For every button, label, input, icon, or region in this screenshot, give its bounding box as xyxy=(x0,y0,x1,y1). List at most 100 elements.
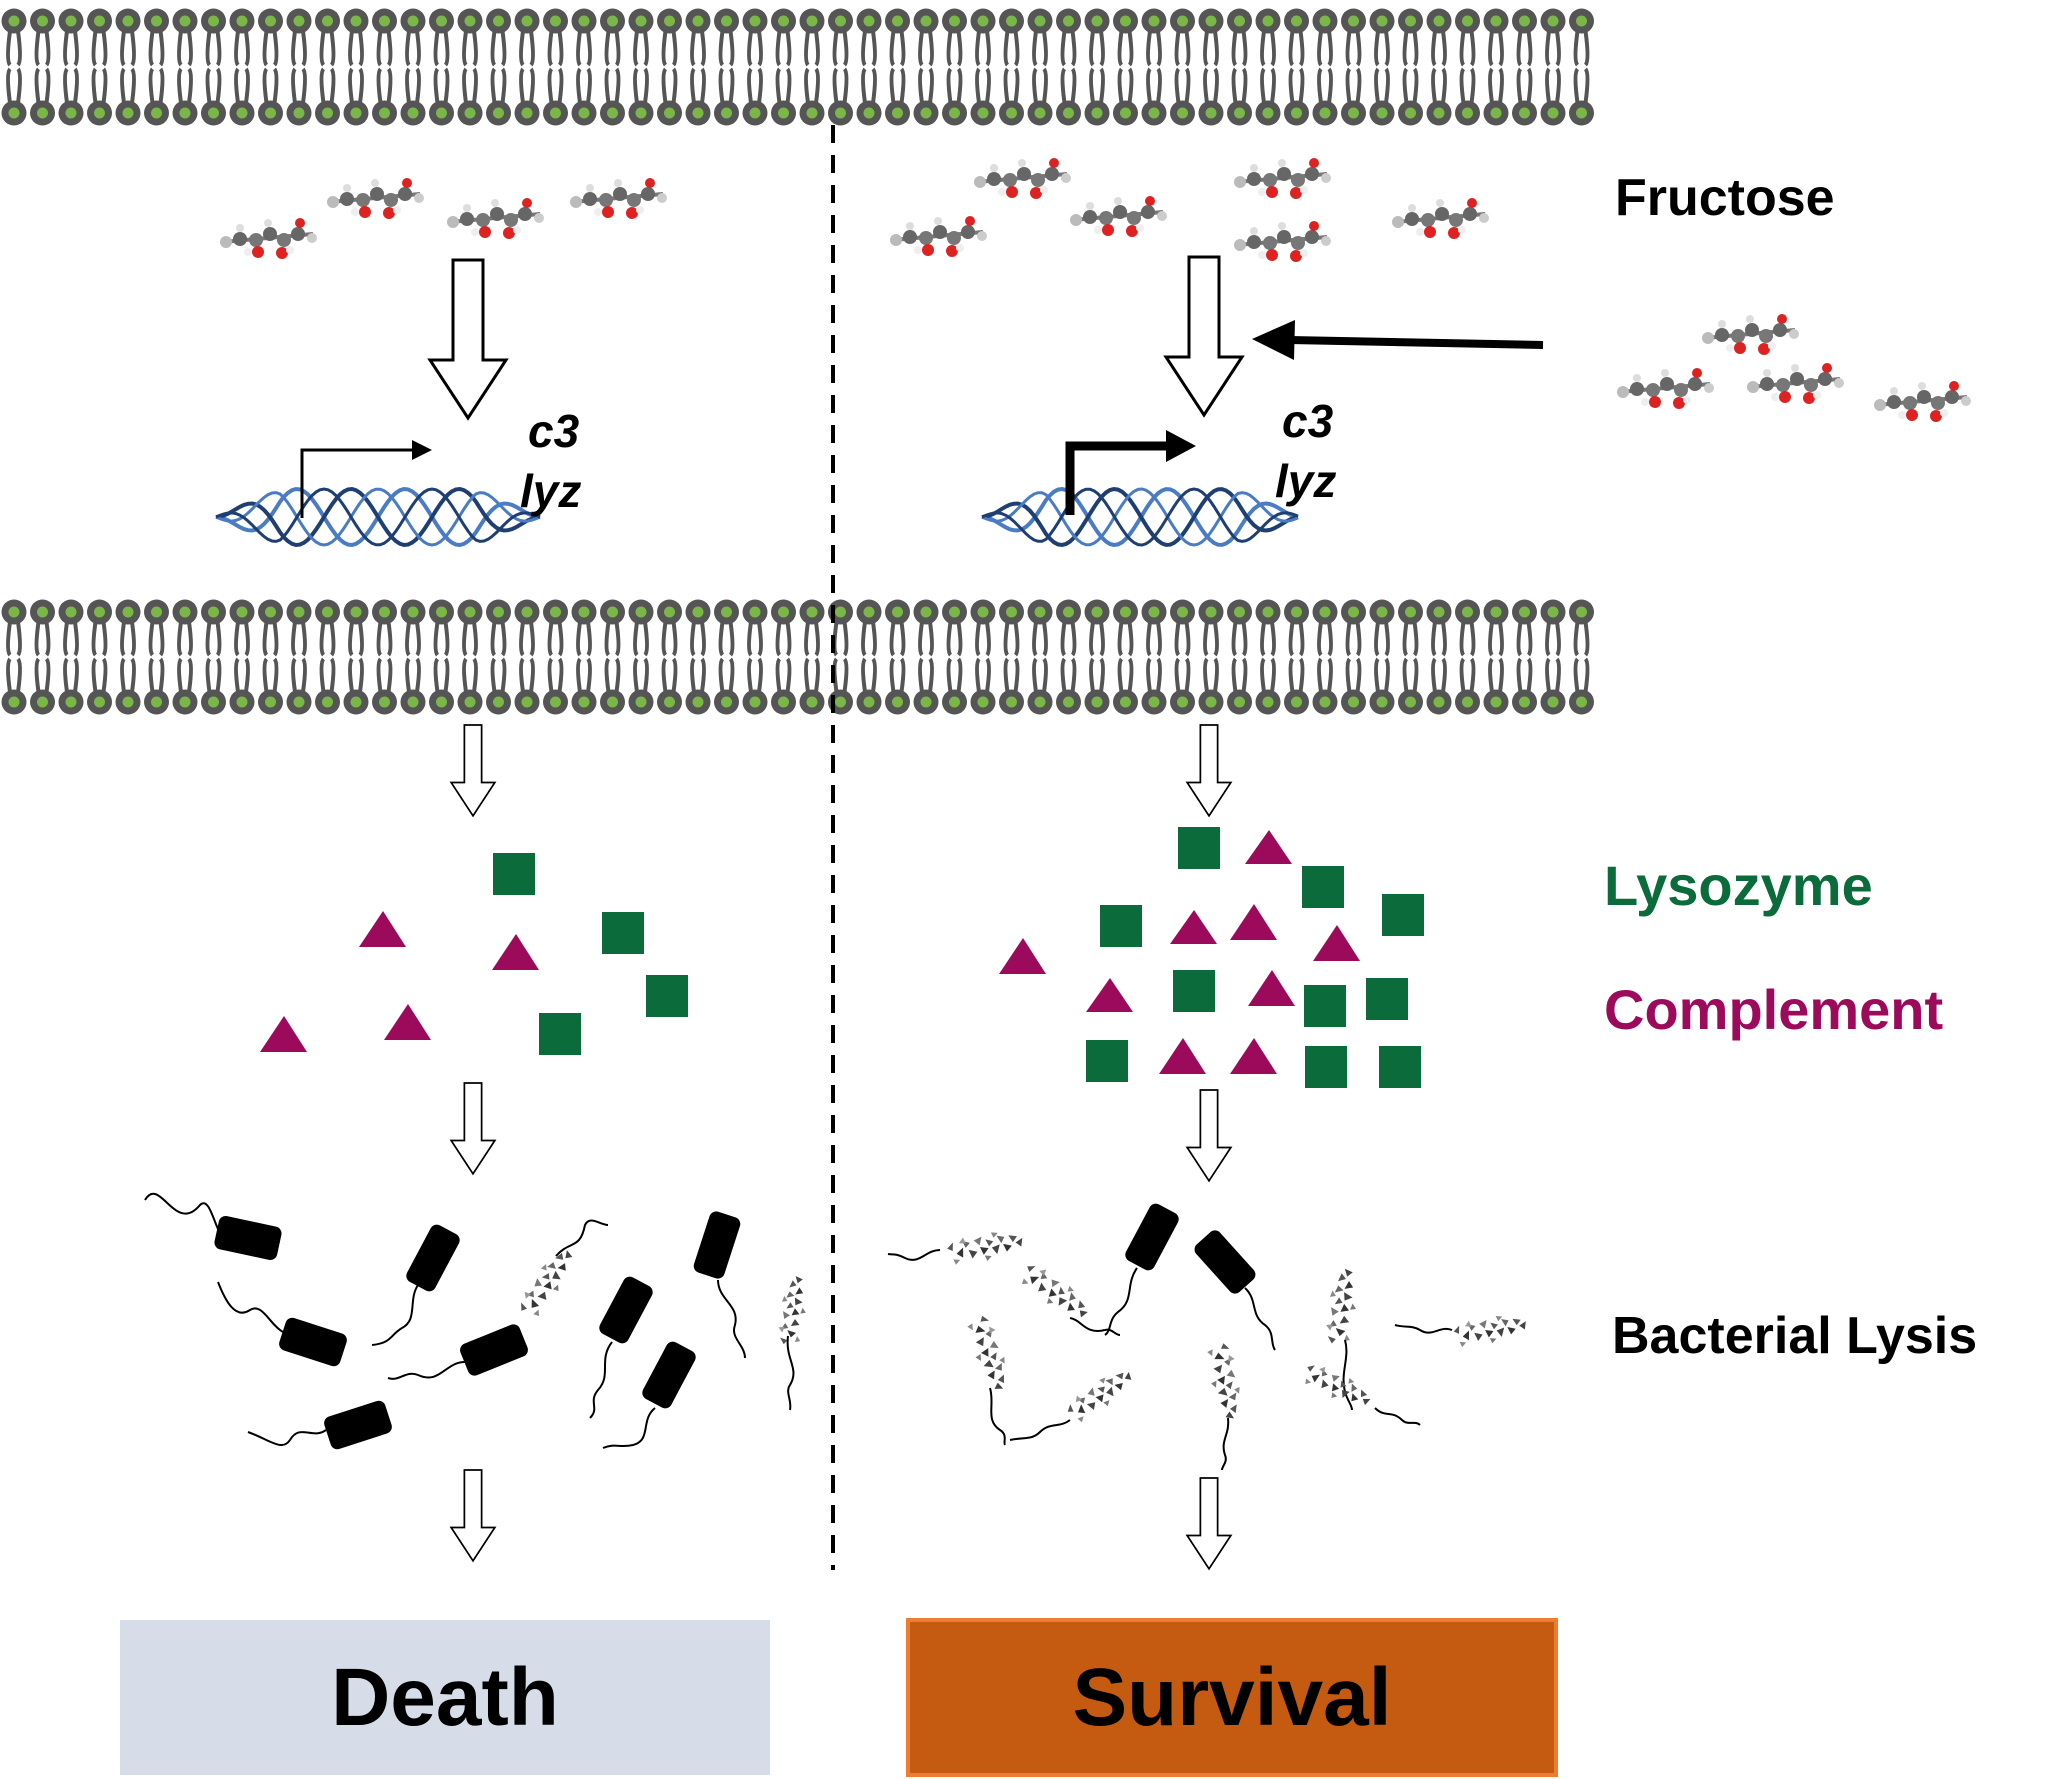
lipid xyxy=(1512,599,1537,715)
gene-label-c3-left: c3 xyxy=(528,405,580,457)
bacterium-icon xyxy=(460,1324,528,1376)
lysozyme-square xyxy=(1100,905,1142,947)
lipid xyxy=(657,8,682,126)
lipid xyxy=(1426,599,1452,715)
fructose-molecule-icon xyxy=(1232,219,1333,264)
lysozyme-square xyxy=(1305,1046,1347,1088)
lipid xyxy=(543,599,568,715)
lipid xyxy=(1113,8,1138,126)
lysozyme-square xyxy=(1304,985,1346,1027)
flow-arrow-icon xyxy=(449,1468,497,1563)
lipid xyxy=(343,599,369,715)
complement-triangle xyxy=(359,911,406,947)
lipid xyxy=(201,599,226,715)
lipid xyxy=(144,599,169,715)
lysozyme-square xyxy=(1302,866,1344,908)
lipid xyxy=(1084,599,1110,715)
complement-triangle xyxy=(492,934,539,970)
lysozyme-square xyxy=(539,1013,581,1055)
lysozyme-square xyxy=(1379,1046,1421,1088)
lipid xyxy=(1056,8,1081,126)
lipid xyxy=(856,8,882,126)
bacterium-icon xyxy=(279,1317,347,1367)
lysozyme-square xyxy=(1173,970,1215,1012)
bacterium-icon xyxy=(599,1276,653,1344)
fructose-molecule-icon xyxy=(218,216,319,261)
lipid xyxy=(144,8,169,126)
lipid xyxy=(970,8,996,126)
lipid xyxy=(799,599,825,715)
lipid xyxy=(1027,599,1053,715)
lipid xyxy=(1540,599,1566,715)
lipid xyxy=(1284,8,1309,126)
flow-arrow-icon xyxy=(428,258,508,420)
lipid xyxy=(58,599,84,715)
lipid xyxy=(457,8,483,126)
lipid xyxy=(1369,599,1395,715)
lipid xyxy=(970,599,996,715)
gene-label-c3-right: c3 xyxy=(1282,395,1334,447)
complement-triangle xyxy=(1313,925,1360,961)
lysed-bacterium-icon xyxy=(1452,1311,1529,1350)
lysozyme-square xyxy=(493,853,535,895)
complement-triangle xyxy=(260,1016,307,1052)
death-box xyxy=(120,1620,770,1775)
lipid xyxy=(30,8,55,126)
fructose-molecule-icon xyxy=(325,176,426,221)
bacterial-lysis-label: Bacterial Lysis xyxy=(1612,1307,1978,1365)
bacterium-icon xyxy=(406,1224,460,1292)
lipid xyxy=(1198,8,1224,126)
lipid xyxy=(1113,599,1138,715)
bacterium-icon xyxy=(214,1216,282,1260)
lipid xyxy=(115,8,141,126)
complement-triangle xyxy=(1230,904,1277,940)
membrane-inner xyxy=(1,599,1594,715)
lipid xyxy=(1398,599,1423,715)
lipid xyxy=(429,599,454,715)
lysozyme-label: Lysozyme xyxy=(1604,854,1873,917)
lipid xyxy=(600,599,625,715)
lipid xyxy=(1255,599,1281,715)
lipid xyxy=(286,599,312,715)
complement-triangle xyxy=(1230,1038,1277,1074)
bacterium-icon xyxy=(324,1400,392,1450)
fructose-molecule-icon xyxy=(888,214,989,259)
fructose-label: Fructose xyxy=(1615,169,1835,227)
lipid xyxy=(343,8,369,126)
lipid xyxy=(1,8,27,126)
lysed-bacterium-icon xyxy=(776,1274,811,1347)
lysozyme-square xyxy=(646,975,688,1017)
bacterium-icon xyxy=(1194,1230,1256,1294)
complement-triangle xyxy=(1170,910,1217,944)
lysozyme-square xyxy=(1366,978,1408,1020)
lipid xyxy=(714,599,739,715)
dna-helix-icon xyxy=(981,486,1299,548)
lysed-bacterium-icon xyxy=(514,1243,581,1322)
lipid xyxy=(1027,8,1053,126)
lysozyme-square xyxy=(1086,1040,1128,1082)
fructose-molecule-icon xyxy=(1068,194,1169,239)
gene-label-lyz-right: lyz xyxy=(1275,455,1337,507)
lysed-bacterium-icon xyxy=(945,1227,1026,1268)
lipid xyxy=(685,599,711,715)
lysed-bacterium-icon xyxy=(1016,1259,1095,1326)
lipid xyxy=(856,599,882,715)
gene-label-lyz-left: lyz xyxy=(520,465,582,517)
lipid xyxy=(1255,8,1281,126)
lipid xyxy=(1426,8,1452,126)
lipid xyxy=(1569,8,1594,126)
lysozyme-square xyxy=(1178,827,1220,869)
lipid xyxy=(457,599,483,715)
added-fructose-arrow-icon xyxy=(1252,320,1544,360)
lipid xyxy=(400,599,426,715)
lysed-bacterium-icon xyxy=(1323,1267,1362,1347)
lipid xyxy=(1198,599,1224,715)
lipid xyxy=(1512,8,1537,126)
lipid xyxy=(543,8,568,126)
lipid xyxy=(913,8,939,126)
lipid xyxy=(771,8,796,126)
lipid xyxy=(799,8,825,126)
lysed-bacterium-icon xyxy=(1299,1359,1375,1414)
lipid xyxy=(1398,8,1423,126)
lipid xyxy=(1483,8,1509,126)
